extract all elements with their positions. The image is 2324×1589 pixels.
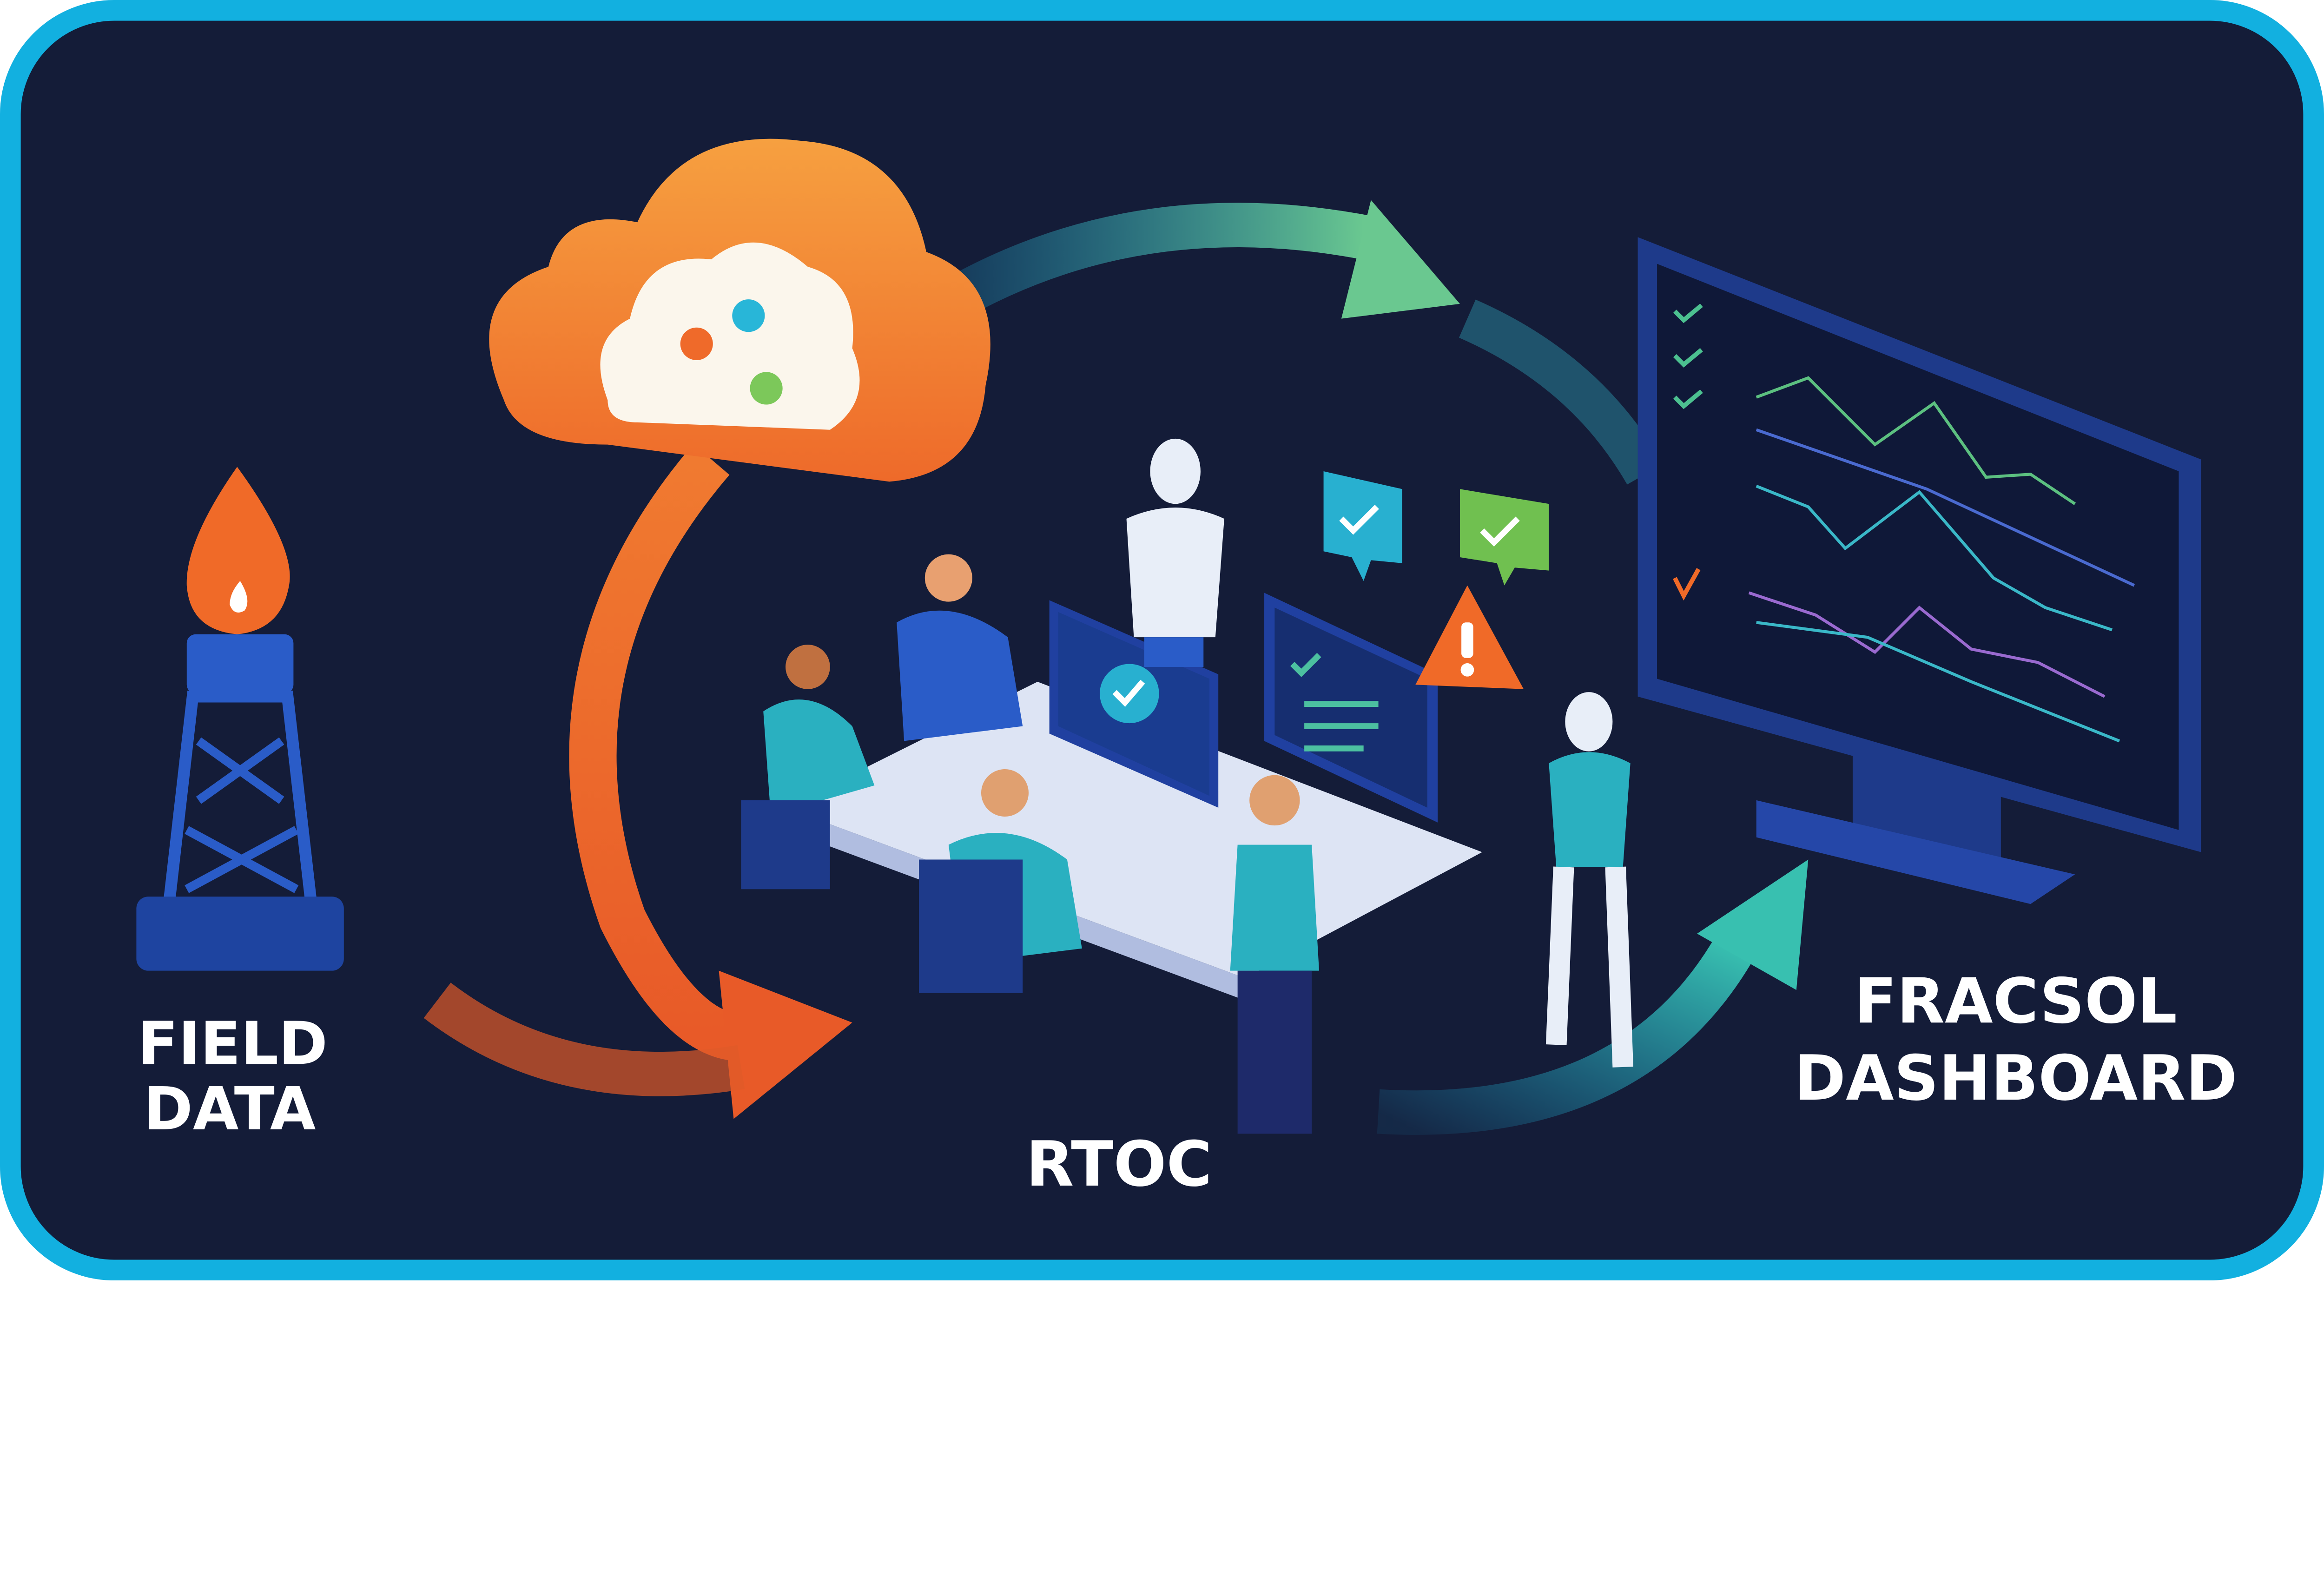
arrow-dashboard-side [1459, 299, 1664, 485]
robot-icon [1545, 692, 1634, 1068]
chart-line-3 [1756, 428, 2135, 587]
chart-line-5 [1756, 621, 2120, 743]
arrow-cloud-to-dashboard [922, 203, 1368, 330]
check-bubble-icon [1323, 471, 1402, 581]
monitor-icon [1637, 237, 2201, 904]
workflow-diagram: FIELD DATA FRACSOL DASHBOARD [0, 0, 2324, 1281]
chart-line-2 [1756, 484, 2113, 632]
cloud-icon [489, 138, 990, 482]
rtoc-scene [741, 438, 1634, 1134]
check-bubble-icon [1459, 489, 1549, 586]
chart-line-4 [1748, 591, 2106, 698]
rtoc-label: RTOC [1026, 1128, 1212, 1200]
person-icon [897, 554, 1023, 741]
robot-icon [1126, 438, 1224, 667]
chart-line-1 [1756, 376, 2076, 505]
arrow-head-dashboard-bottom [1697, 859, 1809, 990]
rtoc-monitor-1 [1049, 600, 1219, 808]
arrow-head-dashboard [1341, 200, 1460, 319]
arrow-head-rtoc [719, 970, 852, 1119]
dashboard-label-line1: FRACSOL [1854, 965, 2177, 1037]
person-icon [1230, 775, 1320, 1134]
person-icon [741, 645, 875, 890]
dashboard-checklist [1673, 303, 1703, 601]
arrow-cloud-to-rtoc [569, 444, 742, 1062]
diagram-stage: FIELD DATA FRACSOL DASHBOARD [0, 0, 2324, 1281]
arrow-field-to-rtoc [423, 982, 745, 1096]
field-data-label-line1: FIELD [138, 1010, 328, 1079]
person-icon [919, 769, 1082, 993]
flame-icon [186, 467, 290, 634]
field-data-label-line2: DATA [144, 1075, 316, 1144]
flow-arrows [423, 200, 1809, 1135]
dashboard-label-line2: DASHBOARD [1794, 1042, 2238, 1114]
warning-icon [1415, 585, 1524, 689]
arrow-rtoc-to-dashboard [1377, 937, 1754, 1135]
oil-derrick-icon [136, 467, 344, 971]
rtoc-monitor-2 [1264, 593, 1438, 823]
